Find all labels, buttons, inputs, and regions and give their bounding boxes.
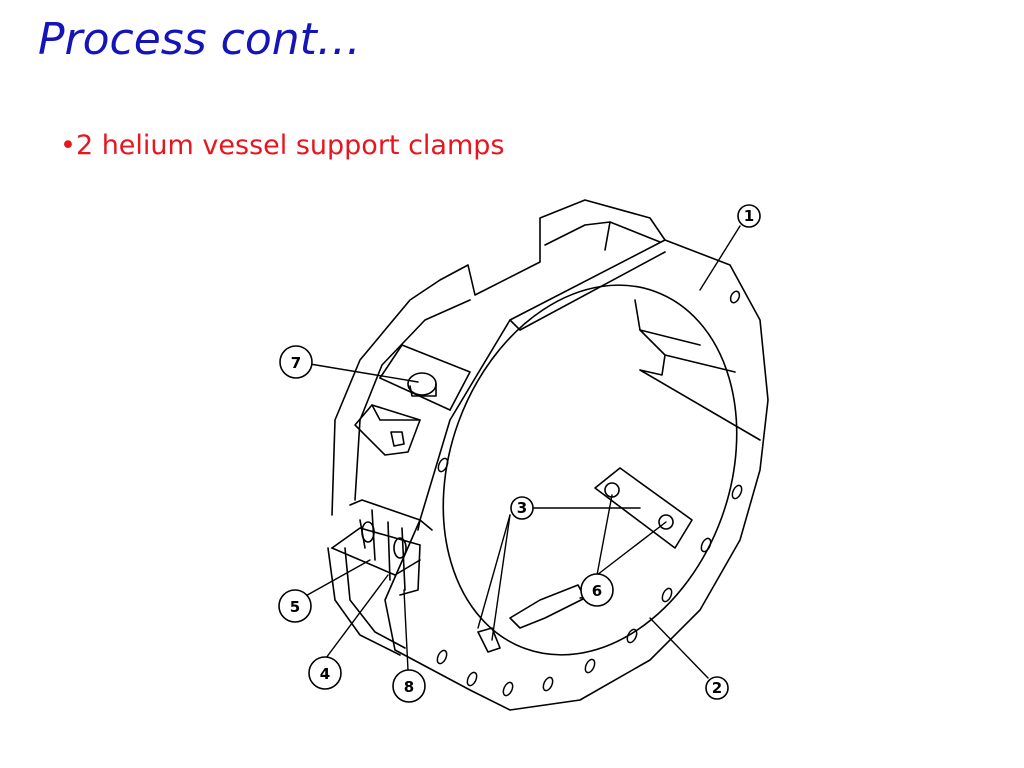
bullet-item: •2 helium vessel support clamps xyxy=(60,128,504,164)
callout-2: 2 xyxy=(705,676,729,700)
callout-label: 2 xyxy=(712,679,722,697)
upper-left-clamp xyxy=(354,344,471,456)
back-ring xyxy=(327,199,666,656)
lower-right-clamp xyxy=(519,467,693,549)
callout-label: 7 xyxy=(291,354,301,372)
upper-right-clamp xyxy=(634,299,761,441)
callout-8: 8 xyxy=(392,669,426,703)
callout-label: 4 xyxy=(320,665,330,683)
bottom-lug xyxy=(477,584,586,653)
slide-title: Process cont… xyxy=(38,14,361,65)
callout-5: 5 xyxy=(278,589,312,623)
bullet-text: 2 helium vessel support clamps xyxy=(75,130,505,161)
callout-label: 5 xyxy=(290,598,300,616)
bullet-list: •2 helium vessel support clamps xyxy=(60,128,504,164)
bullet-marker: • xyxy=(60,130,76,161)
lower-left-clamp xyxy=(331,499,421,596)
leader-lines xyxy=(301,225,741,679)
front-flange-ring xyxy=(384,239,769,711)
callout-6: 6 xyxy=(580,573,614,607)
callout-7: 7 xyxy=(279,345,313,379)
callout-1: 1 xyxy=(737,204,761,228)
callout-label: 6 xyxy=(592,582,602,600)
callout-label: 1 xyxy=(744,207,754,225)
callout-4: 4 xyxy=(308,656,342,690)
callout-label: 3 xyxy=(517,499,527,517)
bolt-holes xyxy=(436,290,743,697)
callouts: 1 2 3 4 5 6 7 xyxy=(278,204,761,703)
callout-label: 8 xyxy=(404,678,414,696)
callout-3: 3 xyxy=(510,496,534,520)
